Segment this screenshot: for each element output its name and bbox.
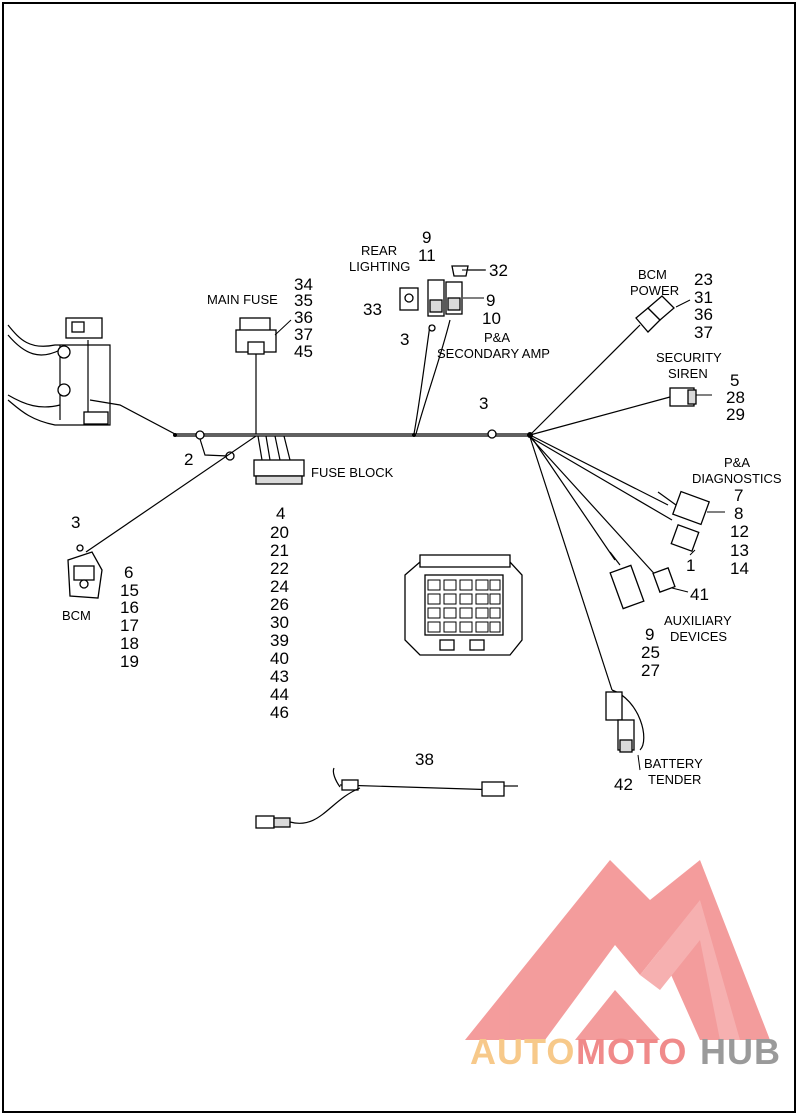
num-14: 14 xyxy=(730,559,749,578)
num-9-top: 9 xyxy=(422,228,431,247)
label-bcm: BCM xyxy=(62,608,91,623)
num-2: 2 xyxy=(184,450,193,469)
num-16: 16 xyxy=(120,598,139,617)
num-10: 10 xyxy=(482,309,501,328)
num-46: 46 xyxy=(270,703,289,722)
num-26: 26 xyxy=(270,595,289,614)
num-35: 35 xyxy=(294,291,313,310)
watermark-auto: AUTO xyxy=(470,1031,575,1072)
fuse-block-connector xyxy=(253,435,305,485)
num-8: 8 xyxy=(734,504,743,523)
label-rear: REAR xyxy=(361,243,397,258)
label-battery: BATTERY xyxy=(644,756,703,771)
num-22: 22 xyxy=(270,559,289,578)
num-9-aux: 9 xyxy=(645,625,654,644)
num-3-rear: 3 xyxy=(400,330,409,349)
num-9-amp: 9 xyxy=(486,291,495,310)
label-bcm-power-2: POWER xyxy=(630,283,679,298)
num-4: 4 xyxy=(276,504,285,523)
jumper-harness xyxy=(255,767,518,829)
num-23: 23 xyxy=(694,270,713,289)
label-bcm-power-1: BCM xyxy=(638,267,667,282)
label-auxiliary: AUXILIARY xyxy=(664,613,732,628)
num-12: 12 xyxy=(730,522,749,541)
num-19: 19 xyxy=(120,652,139,671)
label-tender: TENDER xyxy=(648,772,701,787)
num-6: 6 xyxy=(124,563,133,582)
rear-lighting-branch xyxy=(399,265,485,435)
num-5: 5 xyxy=(730,371,739,390)
num-25: 25 xyxy=(641,643,660,662)
num-11: 11 xyxy=(418,246,436,265)
num-44: 44 xyxy=(270,685,289,704)
num-28: 28 xyxy=(726,388,745,407)
label-lighting: LIGHTING xyxy=(349,259,410,274)
num-21: 21 xyxy=(270,541,289,560)
num-40: 40 xyxy=(270,649,289,668)
frame-bracket xyxy=(7,317,111,426)
num-45: 45 xyxy=(294,342,313,361)
label-devices: DEVICES xyxy=(670,629,727,644)
num-30: 30 xyxy=(270,613,289,632)
label-main-fuse: MAIN FUSE xyxy=(207,292,278,307)
num-36-bcm: 36 xyxy=(694,305,713,324)
num-34: 34 xyxy=(294,275,313,294)
num-17: 17 xyxy=(120,616,139,635)
num-15: 15 xyxy=(120,581,139,600)
num-37: 37 xyxy=(294,325,313,344)
bcm-branch xyxy=(67,435,257,599)
connector-detail-view xyxy=(404,554,523,656)
num-33: 33 xyxy=(363,300,382,319)
num-29: 29 xyxy=(726,405,745,424)
label-pa-diag-1: P&A xyxy=(724,455,750,470)
num-13: 13 xyxy=(730,541,749,560)
num-36: 36 xyxy=(294,308,313,327)
num-1: 1 xyxy=(686,556,695,575)
watermark-text: AUTO MOTO HUB xyxy=(470,1031,781,1072)
watermark-moto: MOTO xyxy=(576,1031,687,1072)
num-42: 42 xyxy=(614,775,633,794)
label-pa-diag-2: DIAGNOSTICS xyxy=(692,471,782,486)
num-24: 24 xyxy=(270,577,289,596)
num-3-bcm: 3 xyxy=(71,513,80,532)
num-39: 39 xyxy=(270,631,289,650)
num-37-bcm: 37 xyxy=(694,323,713,342)
watermark-hub: HUB xyxy=(700,1031,781,1072)
num-18: 18 xyxy=(120,634,139,653)
label-fuse-block: FUSE BLOCK xyxy=(311,465,394,480)
leader-lines xyxy=(274,269,725,771)
label-secondary-amp: SECONDARY AMP xyxy=(437,346,550,361)
num-31: 31 xyxy=(694,288,713,307)
label-security: SECURITY xyxy=(656,350,722,365)
num-32: 32 xyxy=(489,261,508,280)
right-branches xyxy=(529,295,711,753)
num-3-trunk: 3 xyxy=(479,394,488,413)
main-fuse-connector xyxy=(235,317,277,434)
callout-labels: MAIN FUSE 34 35 36 37 45 REAR LIGHTING 9… xyxy=(62,228,782,794)
num-20: 20 xyxy=(270,523,289,542)
num-43: 43 xyxy=(270,667,289,686)
watermark-logo xyxy=(465,860,770,1040)
num-41: 41 xyxy=(690,585,709,604)
label-pa: P&A xyxy=(484,330,510,345)
num-27: 27 xyxy=(641,661,660,680)
main-harness-trunk xyxy=(89,399,533,461)
num-38: 38 xyxy=(415,750,434,769)
label-siren: SIREN xyxy=(668,366,708,381)
num-7: 7 xyxy=(734,486,743,505)
